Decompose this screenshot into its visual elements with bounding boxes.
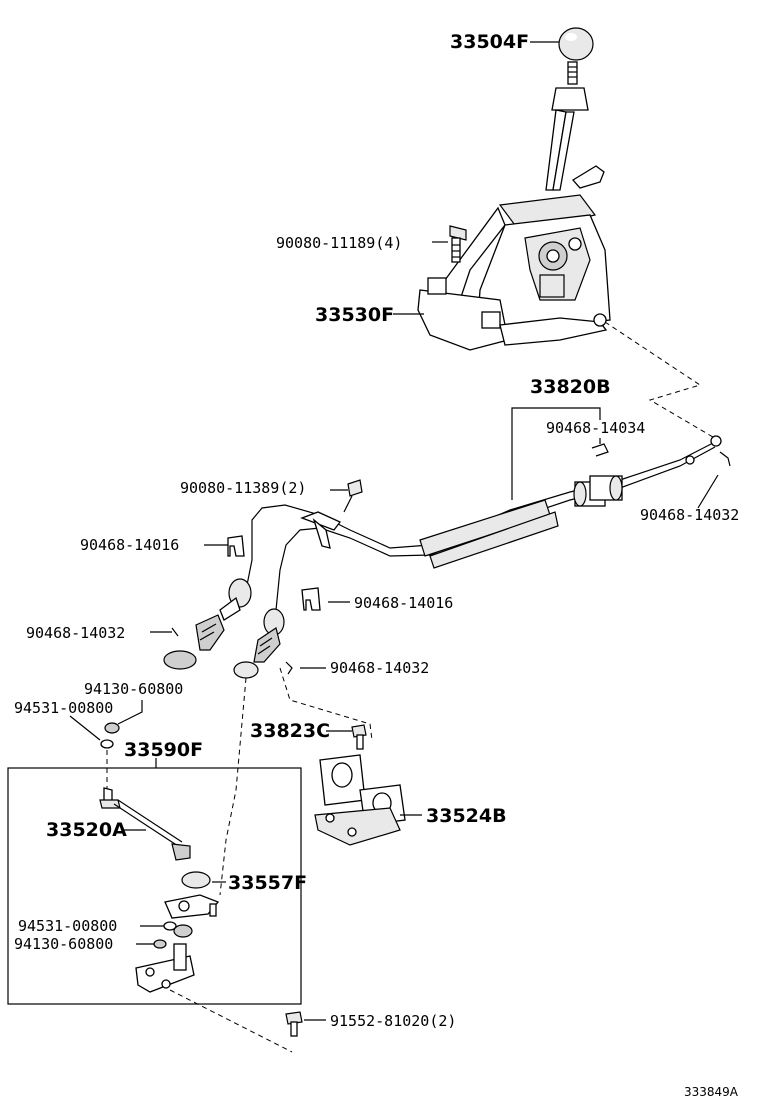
cable-bracket-part [314, 754, 406, 846]
label-clip-14016-mid: 90468-14016 [354, 594, 453, 612]
label-cable-bracket: 33524B [426, 805, 507, 827]
label-bolt-upper: 90080-11189(4) [276, 234, 402, 252]
cable-assembly-part [246, 435, 722, 611]
label-shift-knob: 33504F [450, 31, 529, 53]
label-clip-14032-mid: 90468-14032 [330, 659, 429, 677]
label-washer-upper: 94531-00800 [14, 699, 113, 717]
label-cable-assy: 33820B [530, 376, 611, 398]
label-shift-lever-assy: 33530F [315, 304, 394, 326]
lever-base-part [135, 943, 195, 993]
lever-plate-part [164, 894, 220, 919]
bolt-lower-part [285, 1011, 303, 1037]
control-rod-part [99, 787, 191, 861]
bolt-upper-part [432, 225, 467, 263]
cable-end-right-part [233, 608, 326, 679]
shift-lever-assembly-part [417, 87, 611, 351]
figure-id: 333849A [684, 1085, 739, 1099]
label-clip-14032-right: 90468-14032 [640, 506, 739, 524]
label-bolt-cable: 90080-11389(2) [180, 479, 306, 497]
label-bracket-bolt: 33823C [250, 720, 330, 742]
label-lever-sub-assy: 33590F [124, 739, 203, 761]
label-clip-14032-left: 90468-14032 [26, 624, 125, 642]
label-clip-14016-left: 90468-14016 [80, 536, 179, 554]
cable-end-left-part [150, 578, 252, 670]
shift-knob-part [530, 27, 594, 85]
label-clip-14034: 90468-14034 [546, 419, 645, 437]
label-bolt-lower: 91552-81020(2) [330, 1012, 456, 1030]
label-control-rod: 33520A [46, 819, 127, 841]
bolt-cable-part [330, 479, 363, 513]
label-washer-lower: 94531-00800 [18, 917, 117, 935]
label-bushing: 33557F [228, 872, 307, 894]
label-nut-upper: 94130-60800 [84, 680, 183, 698]
bracket-bolt-part [351, 724, 367, 750]
label-nut-lower: 94130-60800 [14, 935, 113, 953]
